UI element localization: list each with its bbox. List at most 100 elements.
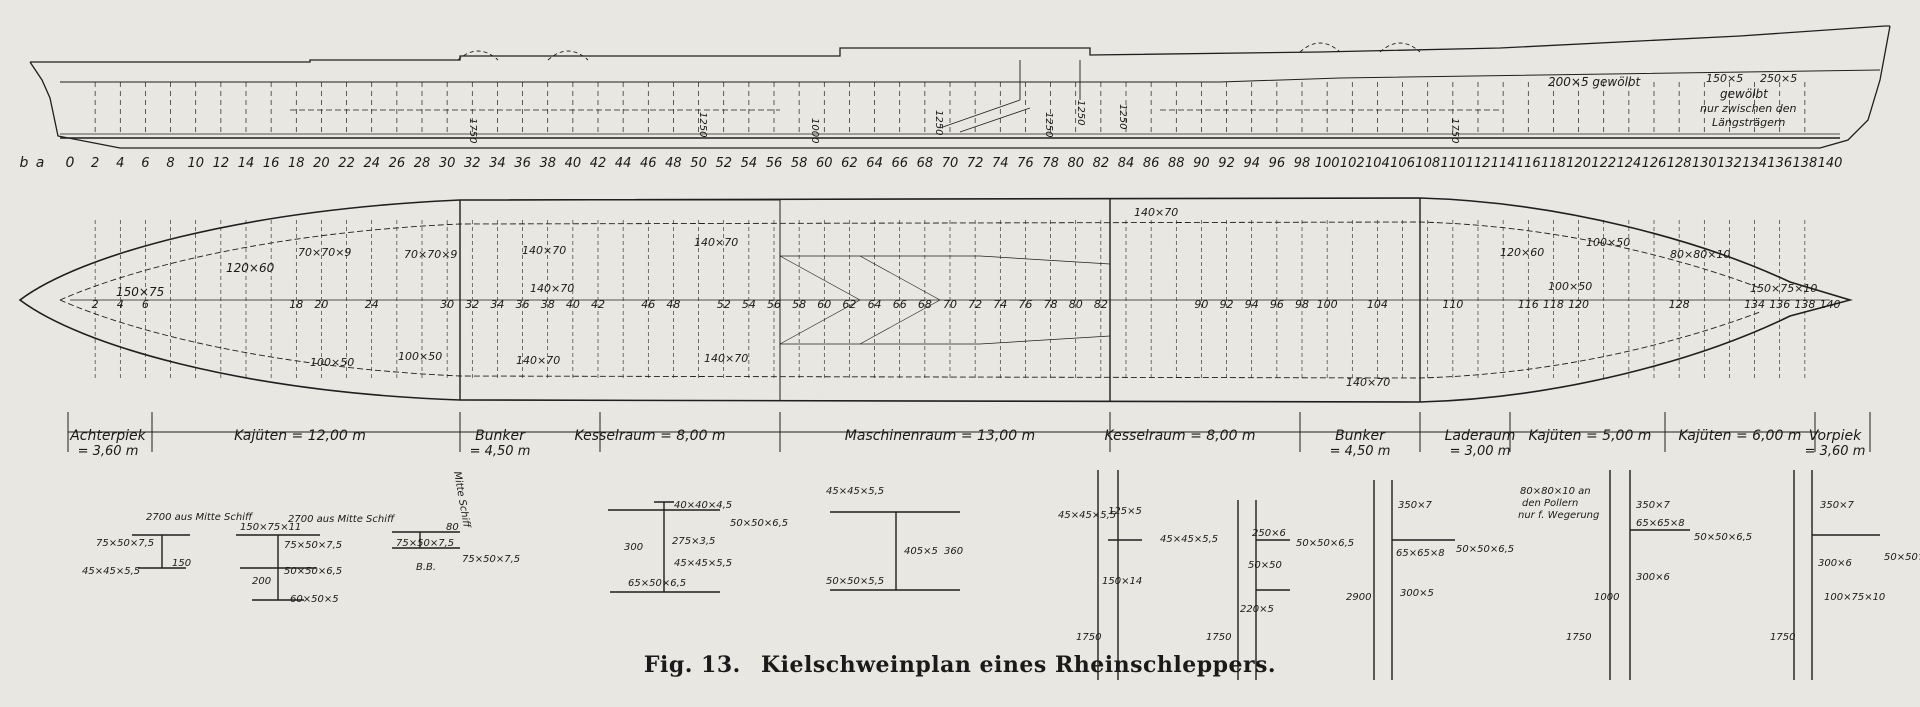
section-label: 40×40×4,5 (674, 500, 732, 511)
plan-frame-number: 66 (893, 298, 907, 311)
frame-number: 24 (363, 156, 380, 171)
frame-number: 64 (866, 156, 883, 171)
section-label: 300×5 (1400, 588, 1434, 599)
section-label: 65×50×6,5 (628, 578, 686, 589)
plan-frame-number: 64 (868, 298, 882, 311)
section-label: 50×50×6,5 (1694, 532, 1752, 543)
plan-frame-number: 18 (289, 298, 303, 311)
compartment-label: Bunker (475, 428, 526, 444)
frame-number: 44 (615, 156, 632, 171)
frame-number: 42 (590, 156, 607, 171)
frame-number: 68 (917, 156, 934, 171)
plan-frame-number: 136 (1769, 298, 1790, 311)
plan-frame-number: 78 (1044, 298, 1058, 311)
plan-frame-number: 48 (666, 298, 680, 311)
section-label: 405×5 (904, 546, 938, 557)
frame-number: 128 (1667, 156, 1692, 171)
plan-frame-number: 38 (541, 298, 555, 311)
plan-frame-number: 6 (142, 298, 149, 311)
frame-number: 58 (791, 156, 808, 171)
section-label: 65×65×8 (1396, 548, 1445, 559)
plan-frame-number: 60 (817, 298, 831, 311)
frame-number: 0 (66, 155, 75, 171)
section-label: 1750 (1076, 632, 1101, 643)
section-label: 300×6 (1636, 572, 1670, 583)
frame-number: 84 (1118, 156, 1135, 171)
section-label: 350×7 (1636, 500, 1670, 511)
frame-number: 40 (565, 156, 582, 171)
plan-frame-number: 100 (1317, 298, 1338, 311)
frame-number: 118 (1541, 156, 1566, 171)
plan-frame-number: 98 (1295, 298, 1309, 311)
profile-dimension: 1250 (1117, 104, 1128, 129)
plan-frame-number: 92 (1220, 298, 1234, 311)
section-label: 1000 (1594, 592, 1619, 603)
section-label: 50×50×6,5 (1884, 552, 1920, 563)
plan-frame-number: 36 (516, 298, 530, 311)
frame-number: 94 (1243, 156, 1260, 171)
plan-label: 140×70 (704, 352, 748, 365)
compartment-length: = 4,50 m (470, 444, 531, 459)
plan-frame-number: 138 (1794, 298, 1815, 311)
compartment-label: Bunker (1335, 428, 1386, 444)
section-label: 45×45×5,5 (1058, 510, 1116, 521)
section-label: 300 (624, 542, 643, 553)
frame-number: 106 (1390, 156, 1415, 171)
plan-frame-number: 128 (1669, 298, 1690, 311)
section-label: 50×50×6,5 (1296, 538, 1354, 549)
figure-caption: Fig. 13. Kielschweinplan eines Rheinschl… (0, 652, 1920, 678)
frame-number: 126 (1642, 156, 1667, 171)
plan-frame-number: 46 (641, 298, 655, 311)
section-label: 60×50×5 (290, 594, 339, 605)
section-label: den Pollern (1522, 498, 1578, 509)
plan-label: 70×70×9 (298, 246, 351, 259)
plan-label: 140×70 (694, 236, 738, 249)
frame-number: 36 (514, 156, 531, 171)
frame-number: 130 (1692, 156, 1717, 171)
profile-note-2b: 250×5 (1760, 72, 1797, 85)
frame-number: 134 (1742, 156, 1767, 171)
frame-number: 96 (1269, 156, 1286, 171)
frame-number: 66 (891, 156, 908, 171)
section-label: 350×7 (1820, 500, 1854, 511)
frame-number: 100 (1315, 156, 1340, 171)
plan-frame-number: 74 (993, 298, 1007, 311)
side-profile (29, 25, 1891, 149)
compartment-label: Kesselraum = 8,00 m (1104, 428, 1255, 444)
plan-label: 100×50 (1586, 236, 1630, 249)
frame-number: 62 (841, 156, 858, 171)
plan-label: 100×50 (1548, 280, 1592, 293)
plan-label: 140×70 (516, 354, 560, 367)
section-label: 350×7 (1398, 500, 1432, 511)
frame-number: b (20, 155, 29, 171)
compartment-label: Achterpiek (69, 428, 146, 444)
plan-label: 120×60 (226, 261, 275, 275)
frame-number: 48 (665, 156, 682, 171)
section-details (132, 470, 1880, 680)
plan-label: 80×80×10 (1670, 248, 1730, 261)
plan-frame-number: 4 (117, 298, 124, 311)
plan-frame-number: 54 (742, 298, 756, 311)
frame-number: 108 (1415, 156, 1440, 171)
profile-dimension: 1750 (467, 118, 478, 143)
section-label: 1750 (1566, 632, 1591, 643)
frame-number: 112 (1466, 156, 1491, 171)
frame-number: 70 (942, 156, 959, 171)
plan-frame-number: 82 (1094, 298, 1108, 311)
plan-frame-number: 110 (1442, 298, 1463, 311)
plan-label: 120×60 (1500, 246, 1544, 259)
profile-dimension: 1250 (933, 110, 944, 135)
section-label: 50×50 (1248, 560, 1282, 571)
section-label: B.B. (416, 562, 436, 573)
profile-note-2c: gewölbt (1720, 87, 1769, 101)
frame-number: 110 (1440, 156, 1465, 171)
frame-number: 50 (690, 156, 707, 171)
frame-number: 116 (1516, 156, 1541, 171)
plan-frame-number: 76 (1018, 298, 1032, 311)
plan-frame-number: 40 (566, 298, 580, 311)
profile-note-2e: Längsträgern (1712, 116, 1785, 129)
frame-number: 122 (1591, 156, 1616, 171)
compartment-label: Maschinenraum = 13,00 m (845, 428, 1035, 444)
